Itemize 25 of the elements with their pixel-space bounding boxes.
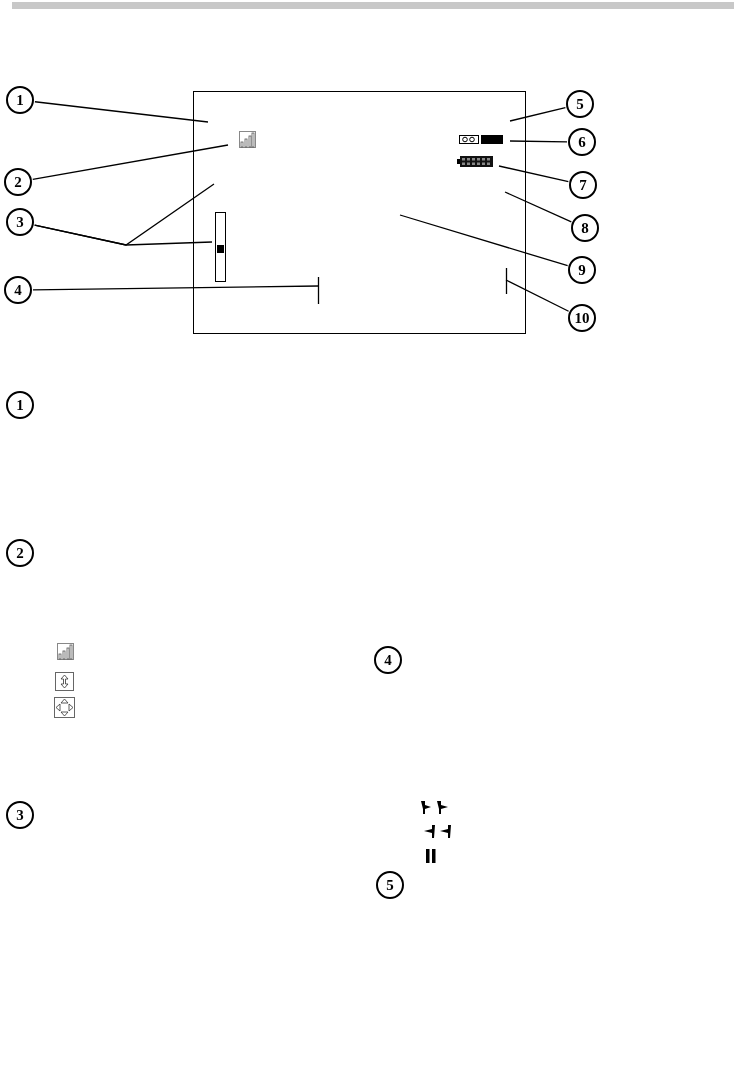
callout-number: 2 — [4, 168, 32, 196]
callout-number: 6 — [568, 128, 596, 156]
leader-line — [32, 144, 229, 181]
leader-line — [509, 140, 568, 143]
callout-number: 3 — [6, 801, 34, 829]
callout-number: 5 — [566, 90, 594, 118]
callout-number: 3 — [6, 208, 34, 236]
callout-number: 1 — [6, 391, 34, 419]
leader-line — [34, 101, 209, 123]
callout-number: 7 — [569, 171, 597, 199]
leader-line — [34, 224, 213, 246]
callout-number: 5 — [376, 871, 404, 899]
callout-number: 9 — [568, 256, 596, 284]
leader-line — [498, 165, 569, 183]
leader-line — [399, 214, 569, 267]
leader-line — [509, 106, 567, 122]
leader-line — [505, 279, 570, 312]
callout-number: 4 — [374, 646, 402, 674]
leader-line — [32, 285, 319, 291]
callout-number: 8 — [571, 214, 599, 242]
callout-number: 1 — [6, 86, 34, 114]
callout-number: 2 — [6, 539, 34, 567]
callout-number: 10 — [568, 304, 596, 332]
leader-line — [504, 191, 572, 223]
callout-number: 4 — [4, 276, 32, 304]
